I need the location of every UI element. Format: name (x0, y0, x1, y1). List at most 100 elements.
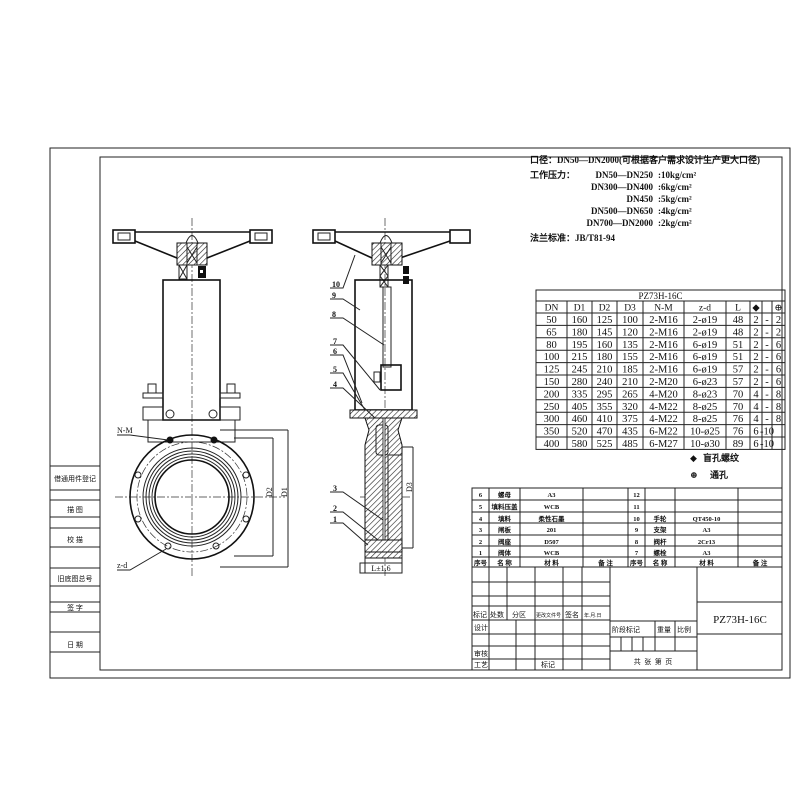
pressure-range: DN450 (627, 194, 654, 204)
parts-cell: D507 (544, 539, 559, 546)
table-cell: 2 (753, 315, 758, 326)
pressure-value: :4kg/cm² (658, 206, 692, 216)
table-cell: 6-ø23 (693, 377, 718, 388)
column-header: ⊕ (775, 304, 783, 314)
flange-standard: 法兰标准：JB/T81-94 (530, 232, 616, 243)
table-cell: 210 (597, 365, 613, 376)
table-cell: 48 (733, 315, 744, 326)
rev-header-date: 年.月.日 (584, 612, 602, 619)
gate (382, 417, 386, 549)
parts-cell: 12 (633, 492, 640, 499)
table-cell: 2 (753, 365, 758, 376)
table-cell: 185 (622, 365, 638, 376)
parts-cell: 螺母 (498, 490, 512, 499)
legend-label-blind: 盲孔螺纹 (703, 452, 740, 463)
parts-cell: A3 (548, 492, 557, 499)
parts-cell: 填料 (498, 514, 512, 523)
parts-header: 名 称 (653, 558, 668, 567)
table-cell: 4-M22 (649, 414, 678, 425)
side-strip: 借通用件登记 描 图 校 描 旧底图总号 签 字 日 期 (50, 465, 100, 653)
column-header: ◆ (752, 304, 760, 314)
table-cell: 100 (622, 315, 638, 326)
table-cell: 2-ø19 (693, 327, 718, 338)
table-cell: 2-M16 (649, 352, 678, 363)
table-cell: 51 (733, 352, 744, 363)
stage-mark-label: 阶段标记 (612, 625, 640, 634)
table-cell: 150 (544, 377, 560, 388)
pressure-range: DN300—DN400 (591, 182, 653, 192)
d1-label: D1 (280, 487, 289, 497)
part-label: 9 (332, 291, 336, 300)
table-cell: - (765, 315, 769, 326)
parts-cell: A3 (703, 550, 712, 557)
table-cell: - (765, 414, 769, 425)
rev-header-zone: 分区 (512, 610, 526, 619)
blind-hole (210, 436, 218, 444)
table-cell: 8-ø25 (693, 402, 718, 413)
table-cell: 120 (622, 327, 638, 338)
table-cell: 400 (544, 439, 560, 450)
legend-label-through: 通孔 (710, 469, 728, 480)
table-cell: 210 (622, 377, 638, 388)
table-cell: 50 (546, 315, 557, 326)
title-block: 标记 处数 分区 更改文件号 签名 年.月.日 设计 审核 工艺 标记 阶段标记… (471, 566, 783, 671)
d2-label: D2 (265, 487, 274, 497)
table-cell: 6 (776, 365, 781, 376)
table-cell: 6 (753, 439, 758, 450)
strip-label: 签 字 (67, 603, 83, 612)
table-cell: 2 (753, 340, 758, 351)
table-cell: - (765, 340, 769, 351)
parts-cell: 10 (633, 516, 640, 523)
table-cell: 125 (597, 315, 613, 326)
parts-cell: 1 (479, 550, 482, 557)
front-view: D2 D1 N-M z-d (112, 218, 289, 578)
table-cell: 89 (733, 439, 744, 450)
table-cell: 180 (597, 352, 613, 363)
parts-cell: 8 (635, 539, 639, 546)
parts-cell: 手轮 (654, 514, 668, 523)
table-cell: 180 (572, 327, 588, 338)
table-cell: 4 (753, 402, 759, 413)
table-cell: 8 (776, 389, 781, 400)
nm-label: N-M (117, 426, 133, 435)
parts-header: 备 注 (597, 558, 613, 567)
table-cell: 6-M22 (649, 427, 678, 438)
parts-cell: 11 (633, 504, 639, 511)
gland-bolts (142, 383, 241, 421)
table-cell: 350 (544, 427, 560, 438)
parts-cell: 7 (635, 550, 639, 557)
table-border (535, 289, 786, 450)
table-cell: -10 (760, 439, 774, 450)
parts-cell: 阀座 (498, 537, 512, 546)
table-cell: - (765, 327, 769, 338)
table-cell: 200 (544, 389, 560, 400)
pressure-range: DN700—DN2000 (587, 218, 654, 228)
table-cell: 2-M20 (649, 377, 678, 388)
table-cell: 145 (597, 327, 613, 338)
table-cell: -10 (760, 427, 774, 438)
table-cell: 8-ø23 (693, 389, 718, 400)
table-cell: 2 (753, 327, 758, 338)
table-cell: 8 (776, 414, 781, 425)
parts-cell: 6 (479, 492, 483, 499)
table-cell: 280 (572, 377, 588, 388)
parts-header: 名 称 (497, 558, 512, 567)
table-cell: 355 (597, 402, 613, 413)
table-cell: 2 (776, 327, 781, 338)
length-label: L±1.6 (371, 564, 390, 573)
outer-frame (49, 147, 791, 679)
table-cell: 70 (733, 389, 744, 400)
blind-hole (166, 436, 174, 444)
part-label: 5 (333, 365, 337, 374)
table-cell: 2 (776, 315, 781, 326)
table-cell: 4 (753, 414, 759, 425)
table-cell: 160 (572, 315, 588, 326)
review-label: 审核 (474, 649, 488, 658)
parts-header: 材 料 (543, 558, 559, 567)
table-cell: 76 (733, 427, 744, 438)
rev-header-count: 处数 (490, 610, 504, 619)
strip-label: 旧底图总号 (58, 574, 93, 583)
table-cell: - (765, 365, 769, 376)
table-cell: 6 (776, 340, 781, 351)
